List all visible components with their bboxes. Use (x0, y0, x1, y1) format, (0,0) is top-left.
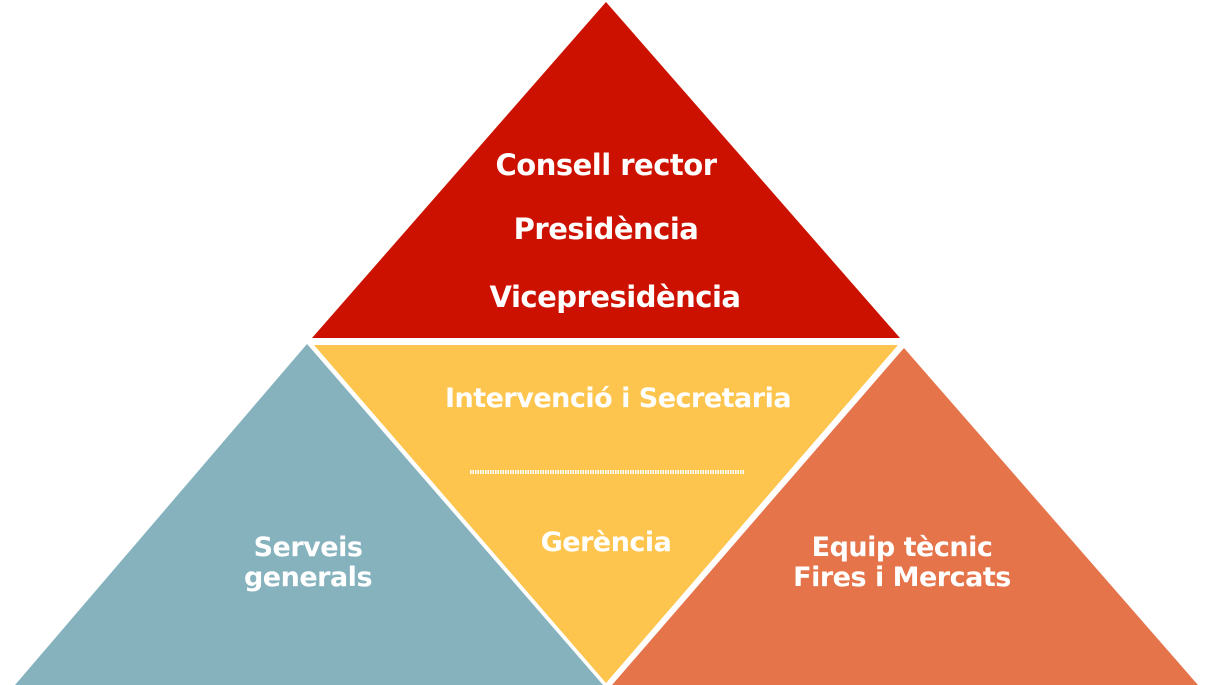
right-label: Equip tècnic Fires i Mercats (793, 533, 1011, 593)
right-triangle (612, 348, 1198, 685)
center-label-gerencia: Gerència (540, 527, 672, 558)
top-triangle (312, 2, 900, 338)
center-inverted-triangle (314, 345, 898, 683)
left-triangle (15, 344, 603, 685)
left-label: Serveis generals (243, 532, 373, 593)
right-label-line-1: Equip tècnic (811, 532, 993, 563)
right-label-line-2: Fires i Mercats (793, 562, 1011, 593)
top-label-presidencia: Presidència (513, 212, 699, 246)
top-label-vicepresidencia: Vicepresidència (489, 280, 741, 314)
center-label-intervencio-secretaria: Intervenció i Secretaria (444, 383, 792, 414)
top-label-consell-rector: Consell rector (495, 148, 717, 182)
left-label-line-2: generals (243, 562, 373, 593)
left-label-line-1: Serveis (253, 532, 363, 563)
